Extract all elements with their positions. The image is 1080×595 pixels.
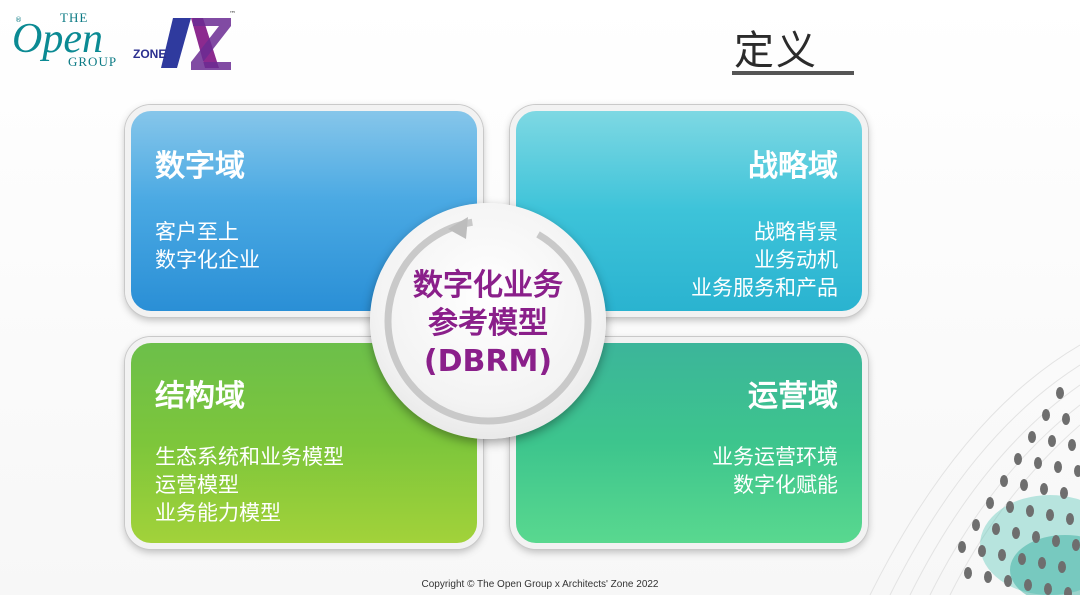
decorative-dot — [1064, 587, 1072, 595]
decorative-dot — [972, 519, 980, 531]
dbrm-center-circle: 数字化业务 参考模型 (DBRM) — [370, 203, 606, 439]
list-item: 业务能力模型 — [155, 501, 281, 525]
decorative-dot — [1042, 409, 1050, 421]
logo-open-text: Open — [12, 16, 103, 62]
decorative-dot — [1052, 535, 1060, 547]
center-line-2: 参考模型 — [428, 306, 548, 341]
decorative-dot — [1054, 461, 1062, 473]
title-underline — [732, 71, 854, 75]
decorative-dot — [964, 567, 972, 579]
decorative-dot — [1060, 487, 1068, 499]
decorative-dot — [1068, 439, 1076, 451]
decorative-dot — [1000, 475, 1008, 487]
decorative-dot — [958, 541, 966, 553]
center-line-3: (DBRM) — [423, 344, 553, 379]
decorative-dot — [978, 545, 986, 557]
list-item: 数字化企业 — [155, 248, 260, 272]
decorative-dot — [1072, 539, 1080, 551]
decorative-dot — [992, 523, 1000, 535]
decorative-dot — [1046, 509, 1054, 521]
center-line-1: 数字化业务 — [413, 268, 563, 303]
card-item-list: 生态系统和业务模型 运营模型 业务能力模型 — [155, 443, 344, 527]
decorative-dot — [1040, 483, 1048, 495]
decorative-dot — [1058, 561, 1066, 573]
list-item: 生态系统和业务模型 — [155, 445, 344, 469]
list-item: 业务运营环境 — [712, 445, 838, 469]
decorative-dot — [1074, 465, 1080, 477]
card-item-list: 业务运营环境 数字化赋能 — [712, 443, 838, 499]
card-item-list: 战略背景 业务动机 业务服务和产品 — [691, 218, 838, 302]
decorative-dot — [1028, 431, 1036, 443]
decorative-dot — [1044, 583, 1052, 595]
decorative-dot — [1038, 557, 1046, 569]
decorative-dot — [1034, 457, 1042, 469]
decorative-dot — [1014, 453, 1022, 465]
page-title: 定义 — [734, 28, 818, 74]
list-item: 客户至上 — [155, 220, 239, 244]
card-title: 数字域 — [155, 149, 245, 184]
decorative-dot — [1026, 505, 1034, 517]
decorative-dot — [1018, 553, 1026, 565]
cycle-arrow-icon — [384, 217, 592, 425]
open-group-logo: ® THE Open GROUP — [12, 10, 127, 70]
decorative-dot — [1020, 479, 1028, 491]
decorative-dot — [984, 571, 992, 583]
decorative-dot — [998, 549, 1006, 561]
decorative-dot — [1024, 579, 1032, 591]
center-text: 数字化业务 参考模型 (DBRM) — [370, 267, 606, 381]
list-item: 战略背景 — [754, 220, 838, 244]
list-item: 数字化赋能 — [733, 473, 838, 497]
zone-az-logo: ZONE ™ — [133, 10, 238, 72]
logo-zone-text: ZONE — [133, 47, 167, 61]
logo-the-text: THE — [60, 10, 89, 25]
decorative-dots-corner — [869, 344, 1080, 595]
registered-mark: ® — [15, 16, 22, 24]
card-operations-domain: 运营域 业务运营环境 数字化赋能 — [510, 337, 868, 549]
decorative-dot — [1062, 413, 1070, 425]
logo-group-text: GROUP — [68, 54, 118, 69]
card-item-list: 客户至上 数字化企业 — [155, 218, 260, 274]
decorative-dot — [1048, 435, 1056, 447]
card-title: 运营域 — [748, 379, 838, 414]
list-item: 业务服务和产品 — [691, 276, 838, 300]
decorative-dot — [1012, 527, 1020, 539]
az-mark-icon — [161, 18, 231, 70]
decorative-dot — [1056, 387, 1064, 399]
list-item: 运营模型 — [155, 473, 239, 497]
decorative-dot — [1006, 501, 1014, 513]
copyright-text: Copyright © The Open Group x Architects'… — [421, 579, 659, 590]
card-title: 结构域 — [155, 379, 245, 414]
list-item: 业务动机 — [754, 248, 838, 272]
decorative-dot — [1066, 513, 1074, 525]
decorative-dot — [1032, 531, 1040, 543]
card-title: 战略域 — [748, 149, 838, 184]
decorative-dot — [986, 497, 994, 509]
trademark-mark: ™ — [229, 10, 236, 18]
decorative-dot — [1004, 575, 1012, 587]
